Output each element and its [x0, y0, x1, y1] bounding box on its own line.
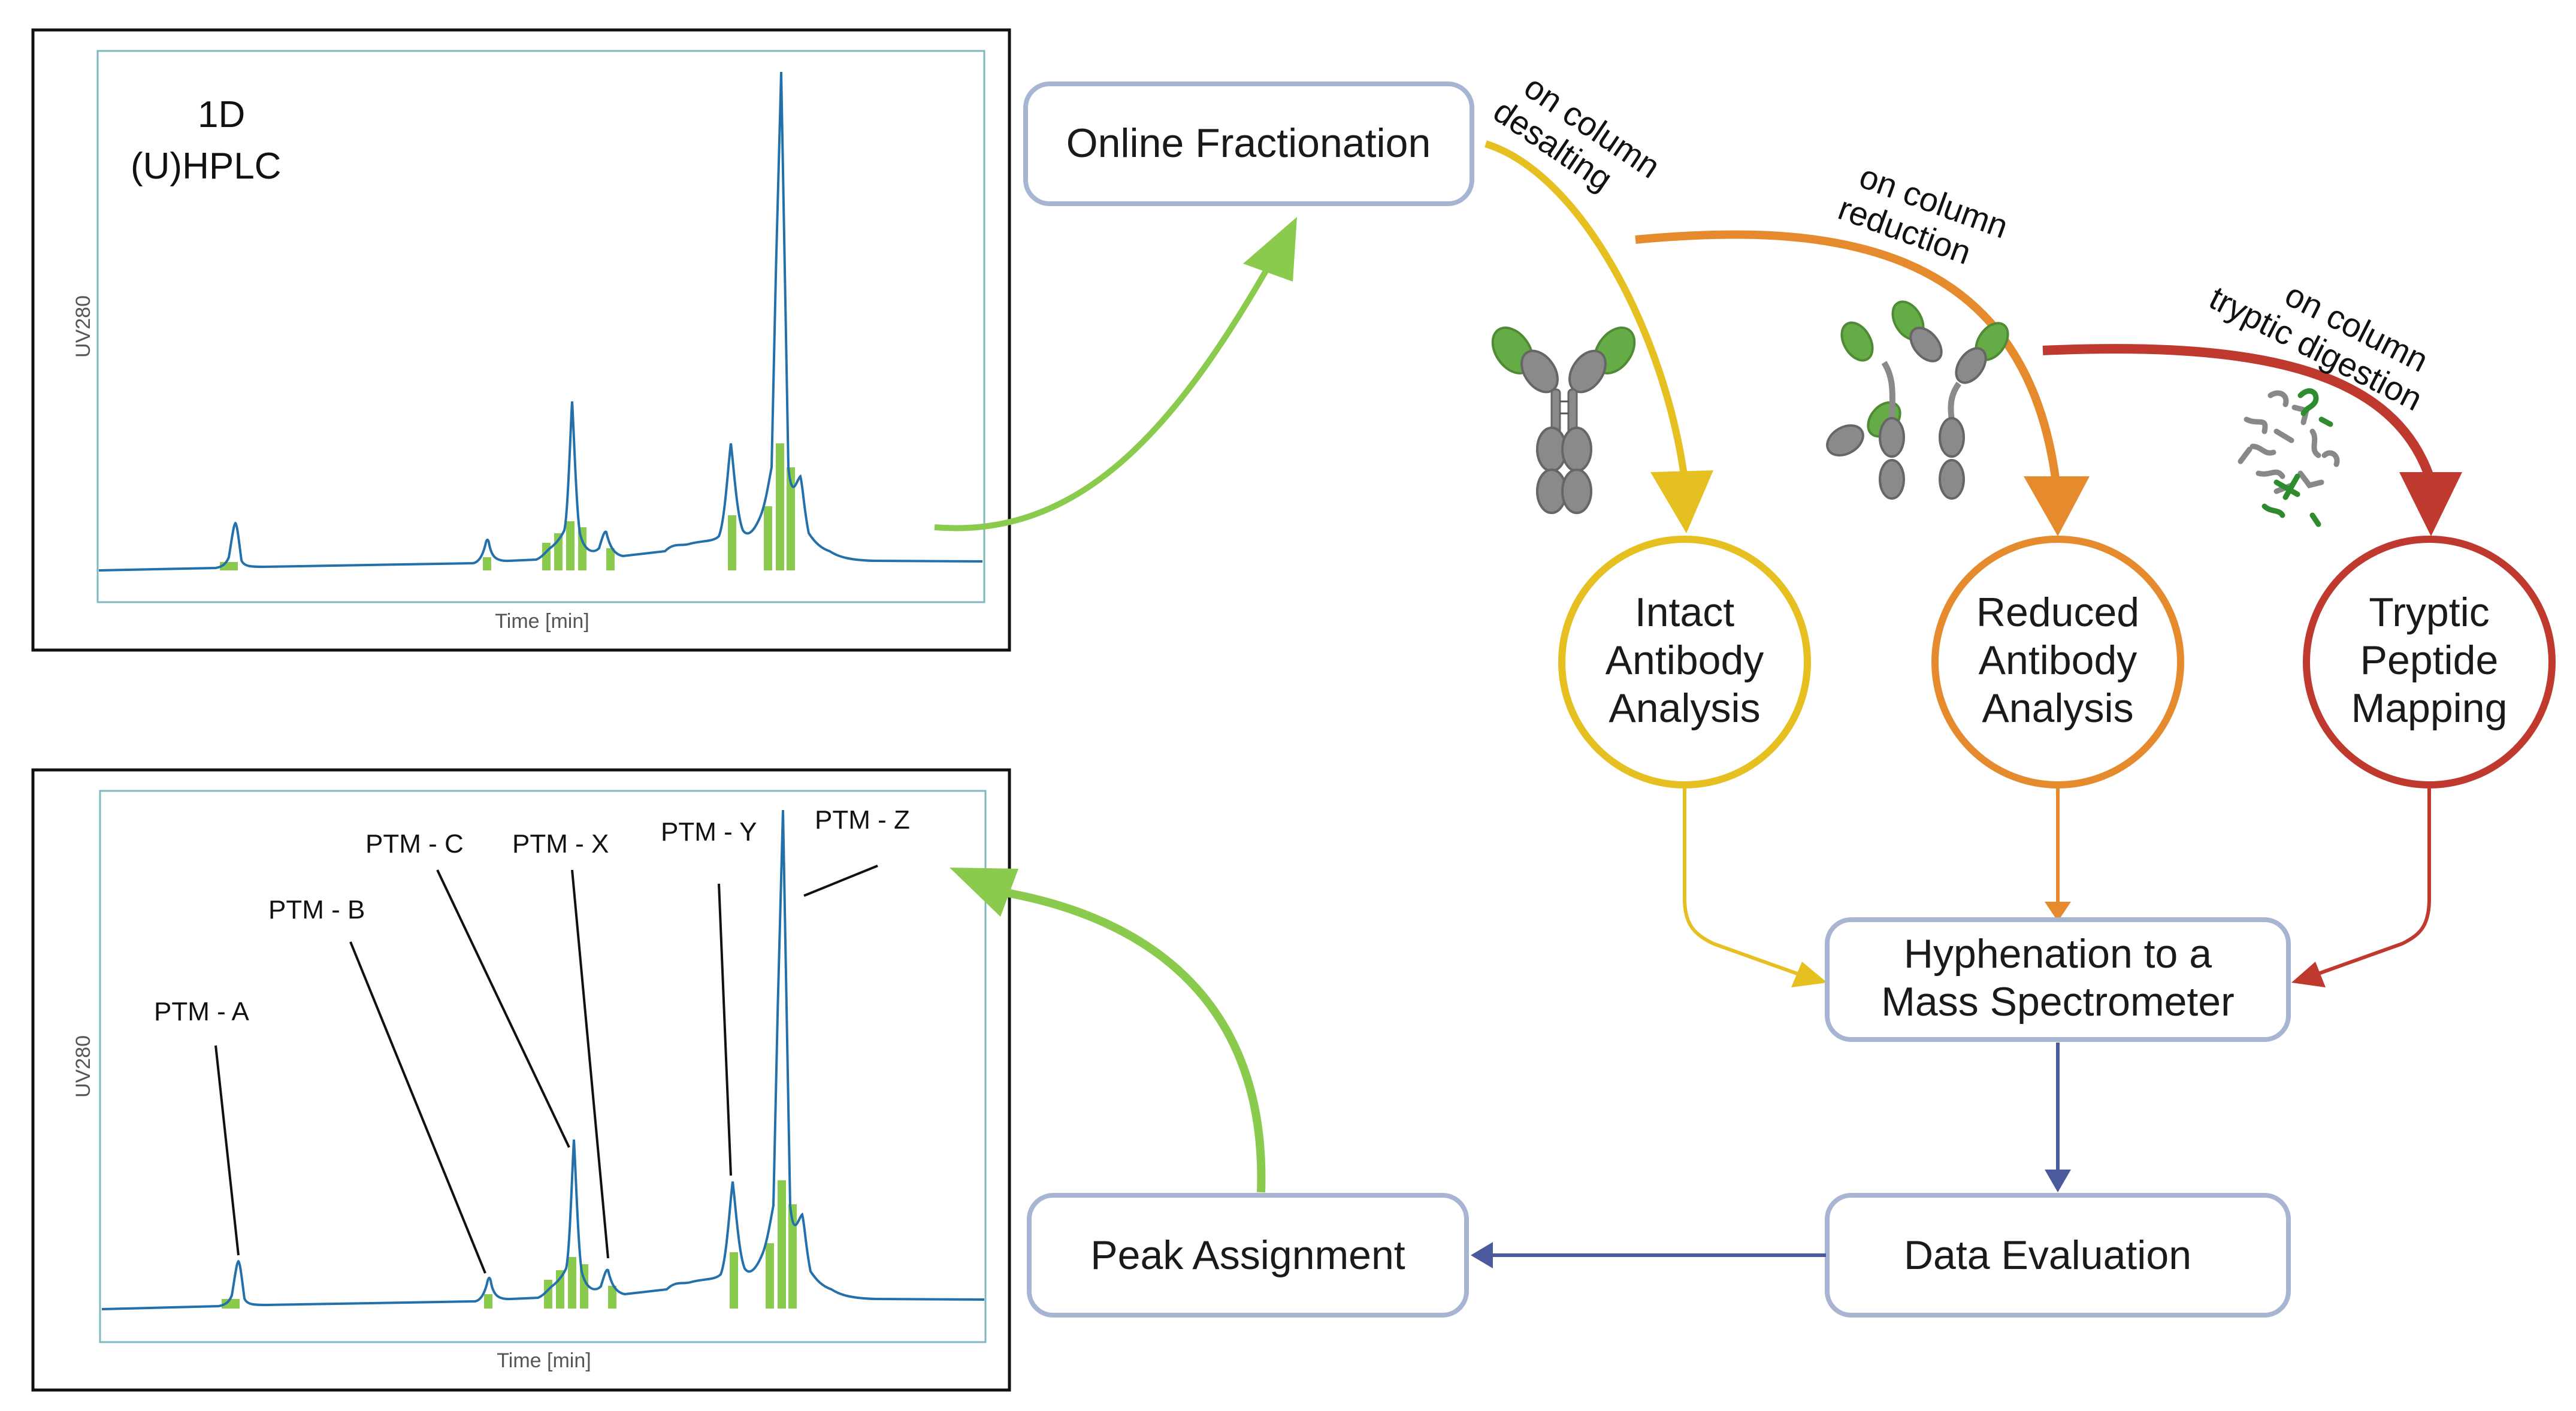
green-arrow-head: [1243, 217, 1297, 282]
orange-arrow-head: [2024, 476, 2090, 536]
bottom-chart-trace: [101, 809, 985, 1310]
reduced-line2: Antibody: [1979, 637, 2137, 683]
green-arrow-shaft: [1005, 889, 1266, 1193]
fraction-bar: [787, 467, 795, 570]
top-chart-plot-area: [96, 50, 985, 603]
peak-assignment-box: Peak Assignment: [1027, 1193, 1469, 1318]
data-evaluation-rect: [1825, 1193, 2291, 1318]
top-chart-frame: [31, 28, 1011, 652]
peak-assignment-label: Peak Assignment: [1090, 1232, 1405, 1278]
fraction-bar: [483, 557, 491, 570]
fraction-bar: [728, 515, 736, 570]
reduced-antibody-analysis-node: Reduced Antibody Analysis: [1931, 536, 2184, 788]
online-fractionation-label: Online Fractionation: [1066, 120, 1431, 166]
peptide-fragments-icon: [2238, 388, 2340, 527]
yellow-arrow-shaft: [1484, 140, 1688, 480]
digestion-label: on column tryptic digestion: [2203, 276, 2434, 418]
bottom-chart-frame: [31, 768, 1011, 1392]
red-arrow-head: [2399, 472, 2462, 536]
fraction-bar: [776, 443, 784, 570]
intact-antibody-icon: [1491, 327, 1636, 514]
fraction-bar: [568, 1257, 576, 1309]
fraction-bar: [766, 1243, 774, 1309]
top-chart-title-line2: (U)HPLC: [131, 146, 281, 187]
online-fractionation-rect: [1023, 81, 1474, 206]
yellow-connector: [1683, 788, 1827, 987]
top-chart-ylabel: UV280: [72, 295, 95, 358]
intact-antibody-analysis-node: Intact Antibody Analysis: [1558, 536, 1811, 788]
fraction-bar: [222, 1299, 240, 1309]
fraction-bar: [788, 1204, 797, 1309]
tryptic-line2: Peptide: [2360, 637, 2499, 683]
blue-arrow-to-peak-assignment: [1471, 1242, 1826, 1268]
blue-arrow-to-data-evaluation: [2045, 1043, 2071, 1192]
red-digestion-arrow: [2042, 344, 2462, 536]
top-chart: 1D (U)HPLC UV280 Time [min]: [31, 28, 1011, 652]
bottom-chart-ylabel: UV280: [72, 1035, 95, 1098]
intact-line2: Antibody: [1606, 637, 1764, 683]
bottom-chart-xlabel: Time [min]: [497, 1349, 591, 1372]
yellow-desalting-arrow: [1484, 140, 1713, 533]
ptm-x-leader: [571, 869, 609, 1259]
hyphenation-line2: Mass Spectrometer: [1881, 979, 2235, 1025]
fraction-bar: [484, 1294, 492, 1309]
tryptic-peptide-mapping-node: Tryptic Peptide Mapping: [2303, 536, 2556, 788]
hyphenation-line1: Hyphenation to a: [1904, 931, 2212, 977]
peak-assignment-rect: [1027, 1193, 1469, 1318]
orange-arrow-shaft: [1635, 230, 2060, 483]
green-arrow-shaft: [934, 262, 1273, 531]
ptm-x-label: PTM - X: [512, 829, 609, 859]
desalting-label: on column desalting: [1487, 68, 1667, 198]
fraction-bar: [566, 521, 575, 570]
reduced-circle: [1931, 536, 2184, 788]
fraction-bar: [730, 1252, 738, 1309]
data-evaluation-box: Data Evaluation: [1825, 1193, 2291, 1318]
intact-circle: [1558, 536, 1811, 788]
bottom-chart: UV280 Time [min] PTM - A PTM - B PTM - C: [31, 768, 1011, 1392]
ptm-z-leader: [803, 865, 878, 897]
ptm-z-label: PTM - Z: [815, 805, 910, 835]
ptm-c-leader: [436, 869, 570, 1148]
data-evaluation-label: Data Evaluation: [1904, 1232, 2191, 1278]
green-arrow-to-fractionation: [934, 217, 1297, 531]
red-arrow-shaft: [2042, 344, 2434, 478]
ptm-leader-lines: [214, 865, 878, 1274]
tryptic-circle: [2303, 536, 2556, 788]
ptm-b-label: PTM - B: [268, 895, 365, 924]
reduced-line1: Reduced: [1976, 590, 2139, 635]
reduced-antibody-chains-icon: [1826, 300, 2009, 500]
fraction-bar: [542, 543, 551, 570]
online-fractionation-box: Online Fractionation: [1023, 81, 1474, 206]
bottom-chart-plot-area: [99, 790, 987, 1343]
green-arrow-head: [950, 868, 1018, 917]
reduction-label: on column reduction: [1834, 157, 2013, 271]
orange-reduction-arrow: [1635, 230, 2090, 536]
hyphenation-rect: [1825, 917, 2291, 1042]
top-chart-title-line1: 1D: [198, 94, 245, 135]
fraction-bar: [608, 1286, 616, 1309]
ptm-b-leader: [349, 941, 486, 1274]
fraction-bar: [778, 1180, 786, 1309]
top-chart-trace: [98, 71, 983, 572]
ptm-a-label: PTM - A: [154, 997, 250, 1026]
tryptic-line1: Tryptic: [2369, 590, 2489, 635]
tryptic-line3: Mapping: [2351, 685, 2508, 731]
ptm-y-leader: [718, 883, 732, 1176]
yellow-arrow-head: [1650, 470, 1713, 533]
ptm-y-label: PTM - Y: [661, 817, 757, 847]
top-chart-xlabel: Time [min]: [495, 610, 589, 633]
red-connector: [2291, 788, 2431, 987]
intact-line3: Analysis: [1609, 685, 1760, 731]
fraction-bar: [764, 506, 772, 570]
intact-line1: Intact: [1635, 590, 1734, 635]
fraction-bar: [606, 548, 615, 570]
green-arrow-to-bottom-chart: [950, 868, 1266, 1193]
orange-connector: [2045, 788, 2071, 921]
ptm-a-leader: [214, 1045, 240, 1256]
reduced-line3: Analysis: [1982, 685, 2133, 731]
hyphenation-box: Hyphenation to a Mass Spectrometer: [1825, 917, 2291, 1042]
ptm-c-label: PTM - C: [365, 829, 464, 859]
